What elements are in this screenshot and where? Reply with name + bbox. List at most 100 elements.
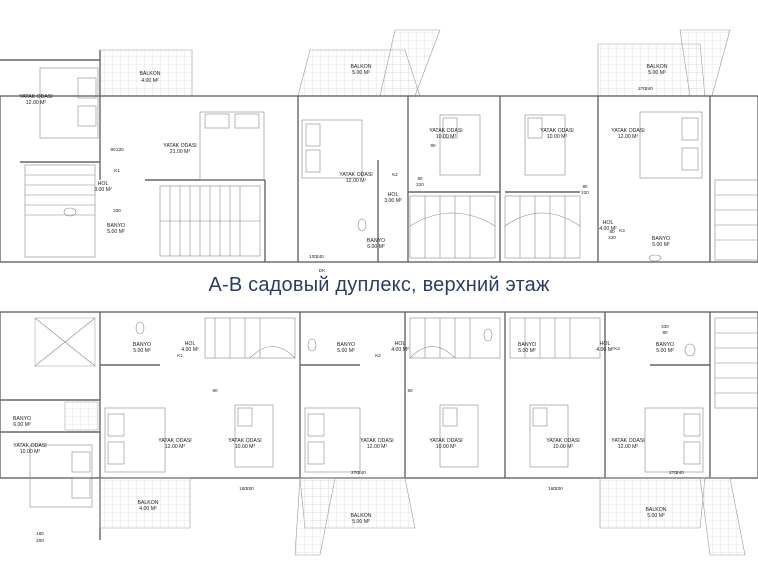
- svg-text:4.00 M²: 4.00 M²: [599, 226, 617, 232]
- svg-text:5.00 M²: 5.00 M²: [133, 348, 151, 354]
- svg-text:6.00 M²: 6.00 M²: [367, 244, 385, 250]
- dimension-label: 90: [430, 143, 436, 148]
- toilet: [135, 321, 145, 335]
- svg-text:5.00 M²: 5.00 M²: [647, 513, 665, 519]
- bed: [529, 404, 569, 468]
- door-code: K1: [114, 168, 120, 173]
- bed: [234, 404, 274, 468]
- staircase: [159, 185, 261, 257]
- dimension-label: 240: [358, 470, 366, 475]
- bed: [104, 407, 166, 473]
- courtyard: [34, 317, 96, 367]
- svg-text:BANYO: BANYO: [518, 342, 536, 348]
- dimension-label: 90: [212, 388, 218, 393]
- bed: [439, 404, 479, 468]
- svg-text:BALKON: BALKON: [350, 513, 371, 519]
- dimension-label: 270: [669, 470, 677, 475]
- svg-text:BALKON: BALKON: [139, 71, 160, 77]
- dimension-label: 330: [113, 208, 121, 213]
- svg-text:BALKON: BALKON: [137, 500, 158, 506]
- dimension-label: 200: [555, 486, 563, 491]
- svg-text:5.00 M²: 5.00 M²: [518, 348, 536, 354]
- dimension-label: 240: [645, 86, 653, 91]
- svg-text:YATAK ODASI: YATAK ODASI: [429, 128, 462, 134]
- bed: [524, 114, 566, 176]
- svg-text:4.00 M²: 4.00 M²: [139, 506, 157, 512]
- svg-text:10.00 M²: 10.00 M²: [553, 444, 574, 450]
- balcony-shape: [294, 477, 336, 556]
- staircase: [714, 179, 758, 261]
- svg-text:BANYO: BANYO: [656, 342, 674, 348]
- dimension-label: 270: [638, 86, 646, 91]
- svg-text:12.00 M²: 12.00 M²: [165, 444, 186, 450]
- svg-text:12.00 M²: 12.00 M²: [618, 134, 639, 140]
- dimension-label: 90: [110, 147, 116, 152]
- plan-caption: A-B садовый дуплекс, верхний этаж: [208, 274, 550, 296]
- staircase: [409, 195, 496, 259]
- dimension-label: 200: [246, 486, 254, 491]
- dimension-label: 200: [36, 538, 44, 543]
- dimension-label: 330: [661, 324, 669, 329]
- staircase: [204, 317, 296, 359]
- dimension-label: 240: [316, 254, 324, 259]
- staircase: [504, 195, 581, 259]
- svg-text:5.00 M²: 5.00 M²: [648, 70, 666, 76]
- svg-text:12.00 M²: 12.00 M²: [618, 444, 639, 450]
- svg-text:4.00 M²: 4.00 M²: [181, 347, 199, 353]
- svg-text:YATAK ODASI: YATAK ODASI: [429, 438, 462, 444]
- svg-text:HOL: HOL: [185, 341, 196, 347]
- svg-text:10.00 M²: 10.00 M²: [436, 444, 457, 450]
- svg-text:BALKON: BALKON: [645, 507, 666, 513]
- svg-text:YATAK ODASI: YATAK ODASI: [611, 128, 644, 134]
- svg-text:5.00 M²: 5.00 M²: [352, 519, 370, 525]
- bed: [439, 114, 481, 176]
- bed: [39, 67, 99, 139]
- svg-text:3.00 M²: 3.00 M²: [384, 198, 402, 204]
- svg-text:BANYO: BANYO: [13, 416, 31, 422]
- svg-text:5.00 M²: 5.00 M²: [652, 242, 670, 248]
- svg-text:4.00 M²: 4.00 M²: [596, 347, 614, 353]
- svg-text:YATAK ODASI: YATAK ODASI: [339, 172, 372, 178]
- svg-text:YATAK ODASI: YATAK ODASI: [158, 438, 191, 444]
- svg-text:10.00 M²: 10.00 M²: [436, 134, 457, 140]
- balcony-shape: [599, 477, 706, 529]
- svg-text:BALKON: BALKON: [350, 64, 371, 70]
- svg-text:5.00 M²: 5.00 M²: [656, 348, 674, 354]
- dimension-label: 90: [582, 184, 588, 189]
- dimension-label: 220: [608, 235, 616, 240]
- svg-text:HOL: HOL: [388, 192, 399, 198]
- svg-text:4.00 M²: 4.00 M²: [391, 347, 409, 353]
- svg-text:12.00 M²: 12.00 M²: [367, 444, 388, 450]
- svg-text:YATAK ODASI: YATAK ODASI: [611, 438, 644, 444]
- svg-text:10.00 M²: 10.00 M²: [20, 449, 41, 455]
- dimension-label: 100: [309, 254, 317, 259]
- svg-text:12.00 M²: 12.00 M²: [346, 178, 367, 184]
- bed: [301, 119, 363, 179]
- svg-text:10.00 M²: 10.00 M²: [235, 444, 256, 450]
- svg-text:BANYO: BANYO: [367, 238, 385, 244]
- door-code: K2: [392, 172, 398, 177]
